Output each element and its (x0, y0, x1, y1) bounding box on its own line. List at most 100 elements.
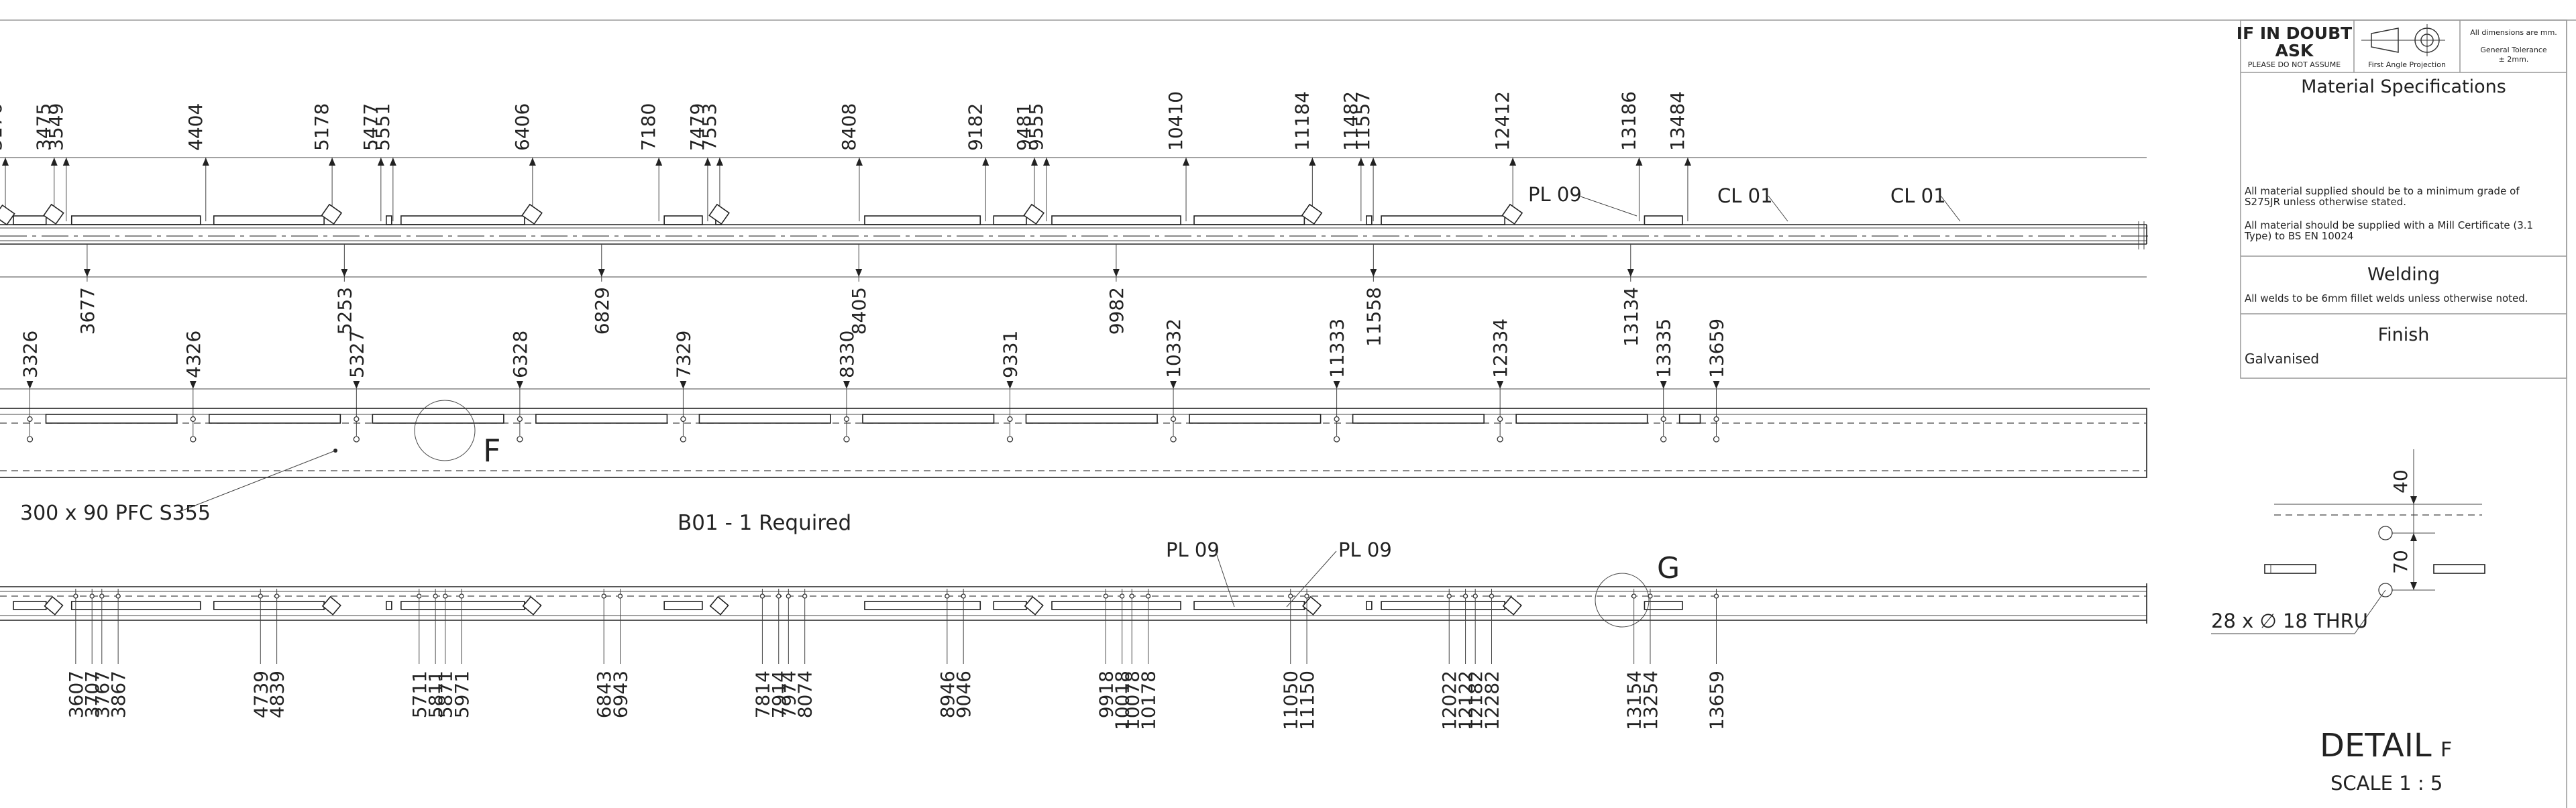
bolt-hole (759, 593, 765, 599)
bolt-hole (73, 593, 78, 599)
dim-arrow (1170, 381, 1177, 389)
detail-scale: SCALE 1 : 5 (2330, 772, 2443, 795)
cleat-plate (13, 601, 47, 610)
bolt-hole (115, 593, 121, 599)
bolt-hole (961, 593, 966, 599)
bolt-hole (354, 416, 360, 422)
bolt-hole (1631, 593, 1637, 599)
cleat-plate (208, 414, 341, 424)
beam-3-bottom-dim-label: 9046 (953, 671, 975, 718)
bolt-hole (1497, 436, 1503, 443)
beam-3-bottom-dim-label: 12182 (1464, 671, 1487, 730)
dim-arrow (680, 381, 687, 389)
beam-3-bottom-dim-label: 11150 (1296, 671, 1318, 730)
dim-arrow (855, 158, 863, 166)
bolt-hole (1304, 593, 1309, 599)
cl01-label-b: CL 01 (1890, 184, 1946, 207)
beam-3-bottom-dim-label: 4739 (250, 671, 272, 718)
dim-arrow (202, 158, 209, 166)
beam-1-bottom-dim-label: 8405 (848, 287, 870, 335)
cleat-plate (663, 215, 703, 225)
beam-2-top-dim-label: 11333 (1326, 319, 1348, 378)
beam-1-top-dim-label: 6406 (511, 103, 533, 151)
dim-arrow (26, 381, 34, 389)
pl09-label: PL 09 (1528, 183, 1582, 206)
beam-3-bottom-dim-label: 4839 (266, 671, 288, 718)
cl01-leader-b (1940, 195, 1961, 222)
cleat-plate (993, 601, 1027, 610)
title-block: IF IN DOUBT ASK PLEASE DO NOT ASSUME Fir… (2237, 19, 2567, 379)
pl09-leader-a (1215, 551, 1235, 608)
welding-note: All welds to be 6mm fillet welds unless … (2245, 292, 2528, 304)
bolt-hole (190, 416, 196, 422)
bolt-hole (1170, 436, 1177, 443)
detail-g-callout-circle (1595, 573, 1650, 628)
beam-3-bottom-dim-label: 10178 (1138, 671, 1160, 730)
dim-arrow (1043, 158, 1051, 166)
cleat-plate (1678, 414, 1701, 424)
beam-1-top-dim-label: 9555 (1025, 103, 1047, 151)
cleat-plate (1644, 215, 1683, 225)
pl09-plate (1301, 203, 1323, 225)
pl09-plate (709, 595, 729, 616)
dim-arrow (1183, 158, 1190, 166)
detail-title: DETAIL (2320, 727, 2432, 764)
bolt-hole (802, 593, 808, 599)
cleat-plate (386, 601, 392, 610)
beam-3-bottom-dim-label: 12282 (1481, 671, 1503, 730)
tolerance-value: ± 2mm. (2499, 55, 2529, 64)
bolt-hole (1170, 416, 1177, 422)
beam-1-top-dim-label: 4404 (184, 103, 207, 151)
beam-3-bottom-dim-label: 3607 (65, 671, 87, 718)
beam-1-top-dim-label: 11482 (1340, 91, 1362, 151)
detail-dim-70: 70 (2390, 550, 2412, 574)
dim-arrow (1031, 158, 1038, 166)
dim-arrow (655, 158, 663, 166)
beam-3-bottom-dim-label: 6943 (610, 671, 632, 718)
bolt-hole (1660, 416, 1666, 422)
bolt-hole (1462, 593, 1468, 599)
bolt-hole (1006, 436, 1014, 443)
material-heading: Material Specifications (2301, 76, 2506, 97)
section-label: 300 x 90 PFC S355 (20, 502, 211, 525)
bolt-hole (1497, 416, 1503, 422)
pl09-plate (1502, 595, 1522, 616)
beam-2-top-dim-label: 4326 (182, 331, 205, 378)
dim-arrow (389, 158, 396, 166)
cleat-plate (1189, 414, 1322, 424)
title-block-frame (2240, 19, 2567, 379)
cleat-plate (862, 414, 995, 424)
dim-arrow (2, 158, 9, 166)
beam-2-top-dim-label: 7329 (672, 331, 694, 378)
dim-arrow (704, 158, 711, 166)
beam-3-bottom-dim-label: 3867 (107, 671, 129, 718)
cleat-plate (864, 215, 981, 225)
bolt-hole (417, 593, 422, 599)
cleat-plate (864, 601, 981, 610)
bolt-hole (1713, 436, 1720, 443)
bolt-hole (1103, 593, 1108, 599)
detail-plate-left (2264, 564, 2316, 574)
beam-3-bottom-dim-label: 10018 (1112, 671, 1134, 730)
dim-arrow (529, 158, 536, 166)
bolt-hole (617, 593, 623, 599)
dim-arrow (1497, 381, 1504, 389)
beam-1-bottom-dim-label: 9982 (1106, 287, 1128, 335)
welding-heading: Welding (2367, 264, 2440, 285)
beam-2-top-dim-label: 5327 (345, 331, 368, 378)
bolt-hole (776, 593, 782, 599)
beam-3-bottom-dim-label: 3767 (91, 671, 113, 718)
pl09-plate (1024, 595, 1044, 616)
beam-2-top-dim-label: 9331 (1000, 331, 1022, 378)
bolt-hole (1648, 593, 1653, 599)
beam-2-top-dim-label: 6328 (509, 331, 531, 378)
bolt-hole (190, 436, 197, 443)
detail-hole-1 (2378, 526, 2393, 540)
detail-arrow-1 (2410, 496, 2417, 504)
dim-arrow (1370, 158, 1377, 166)
bolt-hole (1333, 436, 1340, 443)
bolt-hole (26, 436, 34, 443)
cleat-plate (1025, 414, 1158, 424)
